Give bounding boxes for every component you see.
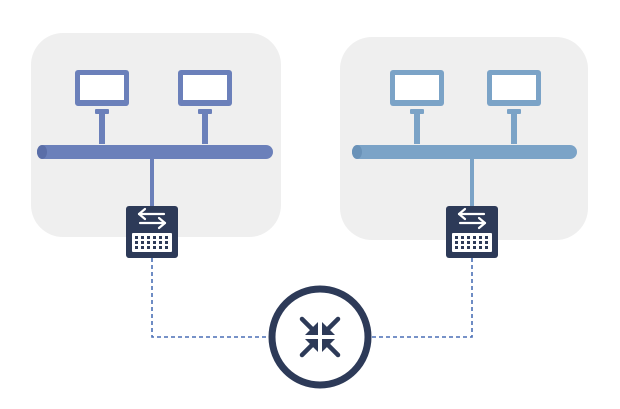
switch-uplink-left [150, 159, 154, 209]
network-bus-right [352, 145, 577, 159]
network-panel-left [31, 33, 281, 237]
wan-link-right [372, 258, 473, 338]
wan-links [151, 258, 473, 338]
network-bus-left [37, 145, 273, 159]
network-switch-icon [444, 204, 500, 260]
router-icon [268, 285, 372, 389]
network-switch-icon [124, 204, 180, 260]
network-panel-right [340, 37, 588, 240]
switch-uplink-right [470, 159, 474, 209]
wan-link-left [151, 258, 268, 338]
